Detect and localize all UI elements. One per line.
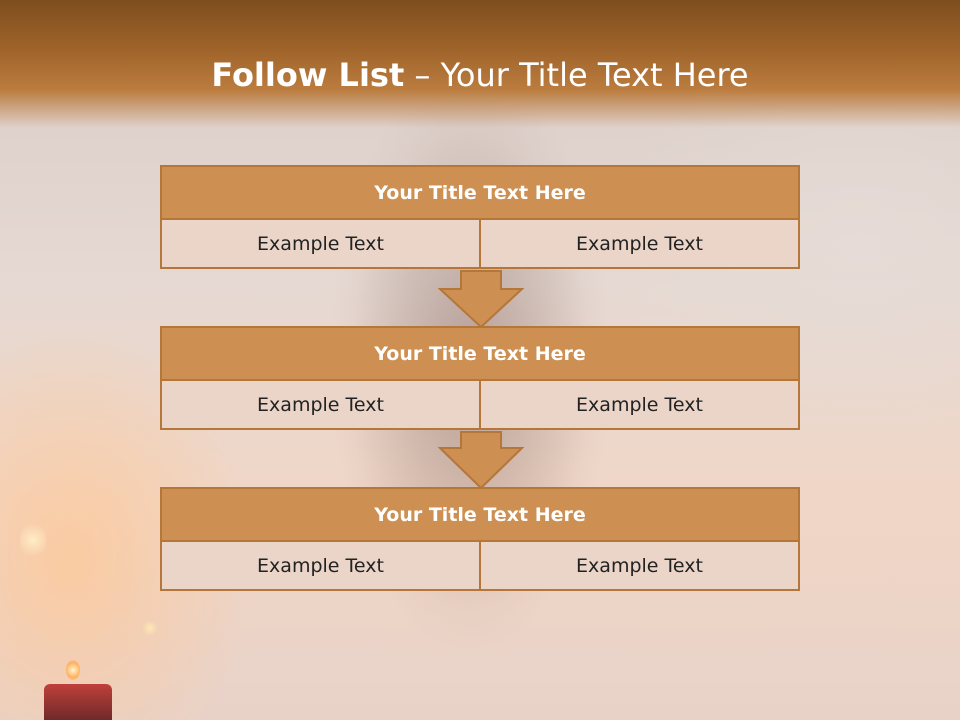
block-row: Example Text Example Text <box>160 220 800 269</box>
block-cell-right: Example Text <box>481 542 800 591</box>
down-arrow-icon <box>438 270 524 328</box>
block-cell-right: Example Text <box>481 381 800 430</box>
block-row: Example Text Example Text <box>160 542 800 591</box>
slide-title-rest: – Your Title Text Here <box>404 56 749 94</box>
block-title: Your Title Text Here <box>160 326 800 381</box>
block-cell-right: Example Text <box>481 220 800 269</box>
block-row: Example Text Example Text <box>160 381 800 430</box>
block-cell-left: Example Text <box>160 220 481 269</box>
list-block-2: Your Title Text Here Example Text Exampl… <box>160 326 800 430</box>
block-cell-left: Example Text <box>160 381 481 430</box>
block-title: Your Title Text Here <box>160 487 800 542</box>
down-arrow-icon <box>438 431 524 489</box>
list-block-3: Your Title Text Here Example Text Exampl… <box>160 487 800 591</box>
list-block-1: Your Title Text Here Example Text Exampl… <box>160 165 800 269</box>
candle-flame <box>66 660 80 680</box>
block-cell-left: Example Text <box>160 542 481 591</box>
slide-title-bold: Follow List <box>211 56 405 94</box>
slide-title: Follow List – Your Title Text Here <box>0 52 960 98</box>
candle-glow <box>20 520 46 560</box>
block-title: Your Title Text Here <box>160 165 800 220</box>
candle-holder <box>44 684 112 720</box>
title-band <box>0 0 960 128</box>
candle-glow-small <box>142 620 158 636</box>
